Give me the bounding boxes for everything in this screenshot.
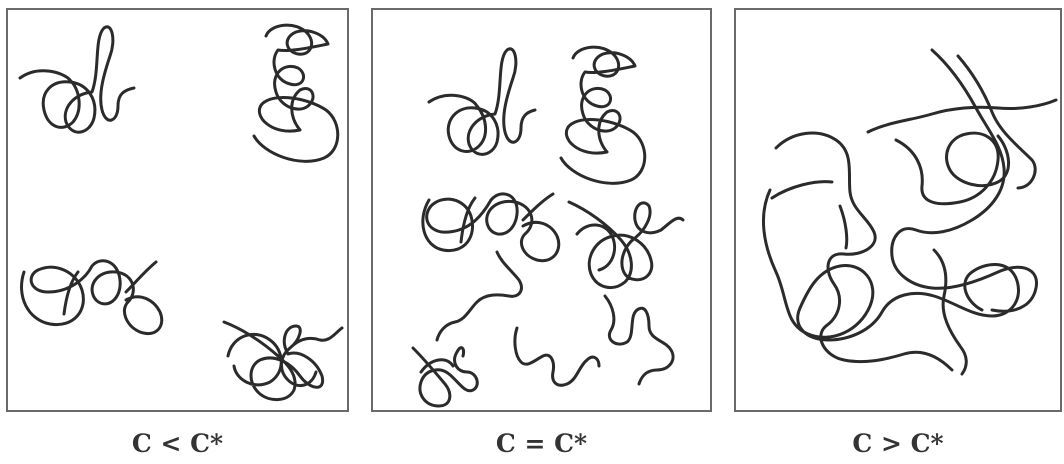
- polymer-coil: [18, 25, 136, 134]
- polymer-coil: [435, 250, 523, 342]
- polymer-chain: [770, 180, 968, 376]
- dilute-coils-drawing: [18, 23, 344, 401]
- polymer-coil: [559, 45, 647, 185]
- caption-dilute: C < C*: [131, 429, 224, 458]
- polymer-coil: [567, 200, 685, 290]
- caption-entangled: C > C*: [852, 429, 944, 458]
- panel-entangled: [734, 8, 1062, 412]
- polymer-chain: [866, 98, 1058, 206]
- entangled-coils-drawing: [761, 48, 1058, 376]
- polymer-coil: [411, 346, 479, 408]
- polymer-chain: [774, 131, 954, 372]
- panel-overlap: [371, 8, 712, 412]
- polymer-coil: [513, 326, 601, 387]
- polymer-coil: [421, 192, 561, 263]
- panel-dilute: [6, 8, 349, 412]
- polymer-coil: [222, 320, 344, 401]
- caption-overlap: C = C*: [495, 429, 588, 458]
- polymer-chain: [890, 48, 1038, 313]
- polymer-chain: [956, 54, 1037, 190]
- polymer-chain: [761, 188, 1020, 342]
- polymer-coil: [427, 47, 537, 156]
- polymer-coil: [252, 23, 340, 163]
- polymer-coil: [603, 294, 675, 386]
- polymer-coil: [20, 259, 164, 335]
- overlap-coils-drawing: [411, 45, 685, 408]
